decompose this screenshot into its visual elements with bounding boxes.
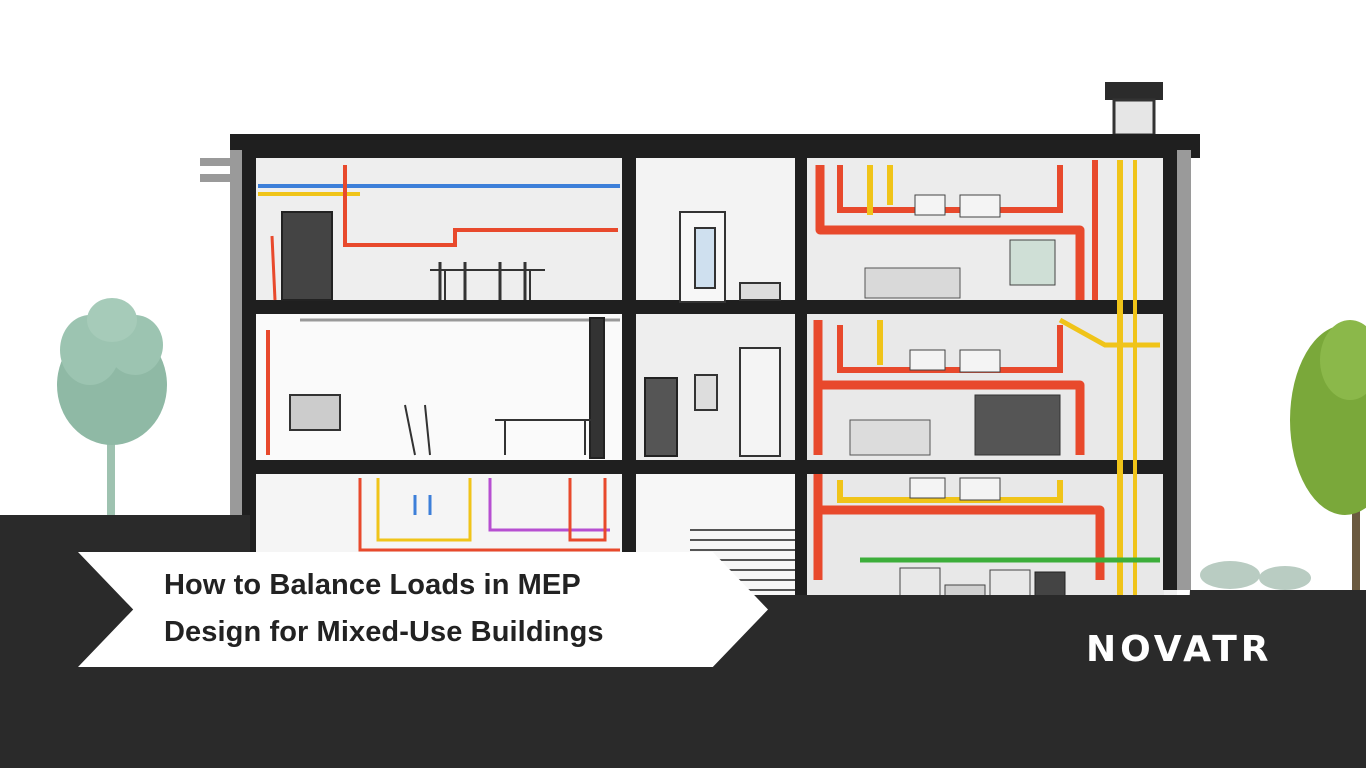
tree-icon bbox=[1290, 320, 1366, 600]
room-furniture bbox=[289, 317, 781, 459]
room-window bbox=[679, 211, 781, 303]
chimney-icon bbox=[1105, 82, 1163, 137]
article-title-line-1: How to Balance Loads in MEP bbox=[164, 569, 581, 601]
table-icon bbox=[281, 211, 545, 301]
tree-icon bbox=[57, 298, 167, 520]
mechanical-room-top bbox=[815, 160, 1137, 620]
building-section bbox=[200, 134, 1200, 620]
article-title-line-2: Design for Mixed-Use Buildings bbox=[164, 616, 604, 648]
article-title: How to Balance Loads in MEP Design for M… bbox=[164, 562, 724, 656]
shrub-icon bbox=[1200, 561, 1311, 590]
banner-arrow-shape bbox=[78, 552, 768, 667]
title-banner: How to Balance Loads in MEP Design for M… bbox=[78, 552, 768, 667]
mechanical-room-middle bbox=[813, 317, 1160, 456]
brand-logo: NOVATR bbox=[1086, 629, 1273, 670]
